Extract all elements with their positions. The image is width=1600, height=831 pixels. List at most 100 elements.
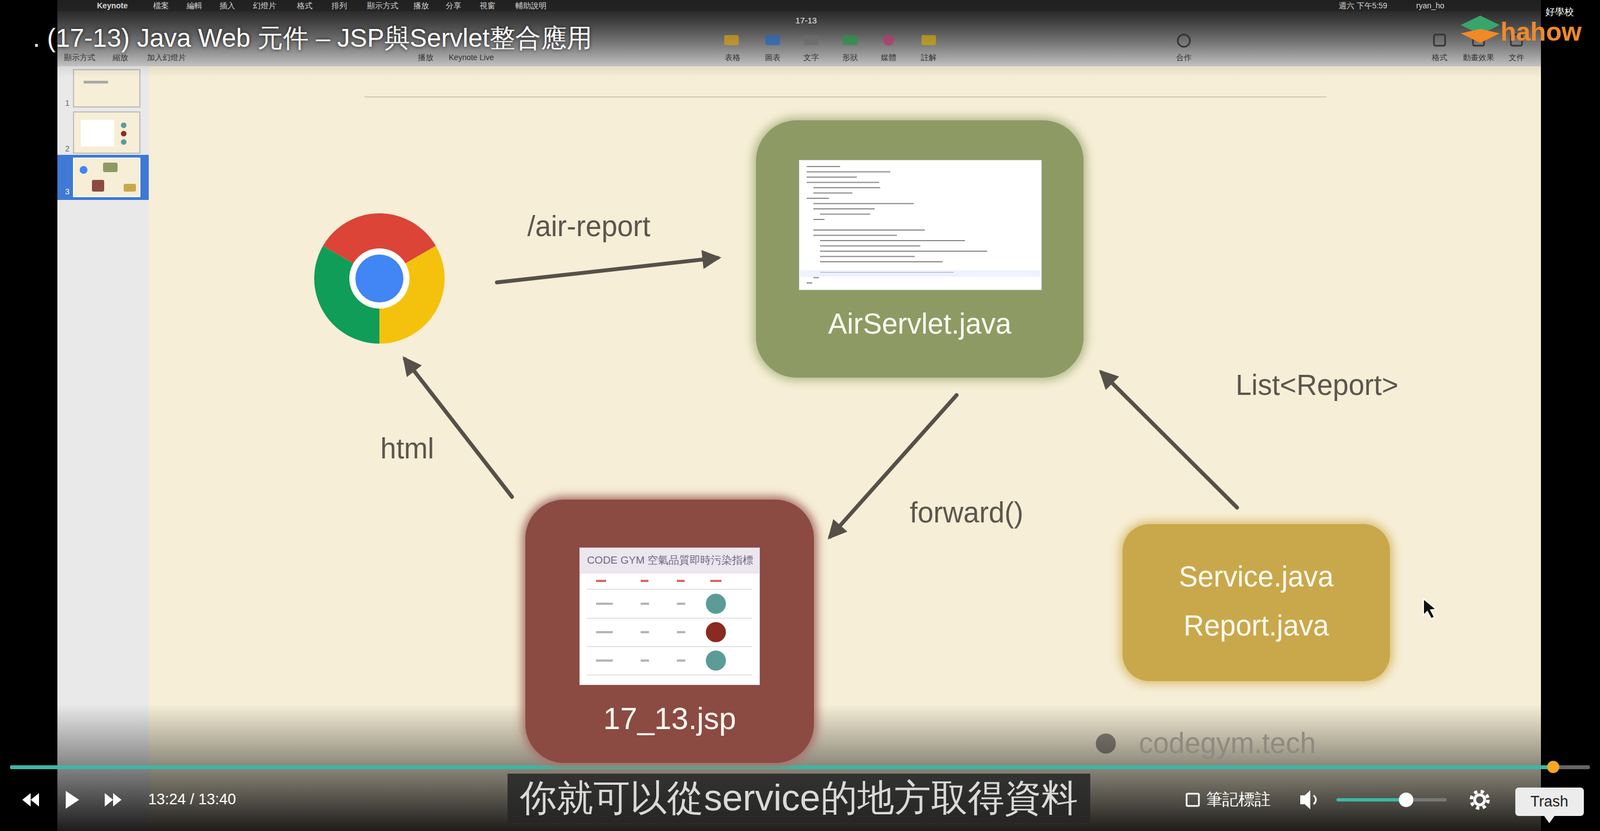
status-dot [705,593,726,614]
forward-icon [113,793,122,807]
toolbar-label: 註解 [920,52,937,62]
slide-rule [364,96,1327,98]
table-cell [676,631,686,634]
menu-item: 插入 [219,1,236,11]
screen-background [579,547,760,686]
node-title: AirServlet.java [828,308,1012,341]
toolbar-label: Keynote Live [449,52,495,62]
screen-background [798,159,1042,291]
menu-item: 分享 [445,1,462,11]
code-line [806,176,857,178]
chrome-icon [349,248,410,309]
progress-handle [1547,761,1560,774]
table-cell [640,659,650,662]
menu-item: 檔案 [153,1,169,11]
edge-label: forward() [909,496,1024,530]
settings-icon [1471,791,1489,809]
window-title: 17-13 [795,15,817,26]
code-line [820,250,988,252]
arrow-label: html [380,432,434,466]
toolbar-label: 動畫效果 [1462,52,1495,62]
button-label: Trash [1530,793,1569,811]
code-line [806,197,829,199]
screen-header [579,548,760,574]
subtitle-caption: 你就可以從service的地方取得資料 [507,773,1090,823]
mouse-cursor [1423,598,1437,619]
menu-item: 播放 [413,1,429,11]
watermark: codegym.tech [1138,727,1316,761]
toolbar-label: 圖表 [764,52,781,62]
table-header-cell [640,579,649,583]
thumbnail-detail [103,162,118,173]
notes-button-label: 筆記標註 [1206,790,1271,809]
status-dot [705,622,726,643]
menu-item: 幻燈片 [252,1,277,11]
code-line [806,171,891,173]
thumbnail-detail [123,183,136,192]
selected-slide-highlight [57,154,149,200]
toolbar-label: 顯示方式 [64,52,96,62]
code-line [820,245,921,247]
toolbar-label: 文字 [803,52,819,62]
toolbar-label: 格式 [1431,52,1448,62]
thumbnail-detail [120,139,127,145]
thumbnail-detail [91,179,105,192]
node-title: Report.java [1183,610,1330,643]
progress-track [10,765,1590,770]
trash-button [1515,787,1584,817]
slide-thumbnail [73,158,140,197]
player-top-shade [0,0,1600,78]
tooltip-pointer [1543,815,1555,824]
table-header-cell [710,579,722,583]
screenshot-illustration [798,159,1042,291]
screenshot-illustration [579,547,760,686]
volume-icon [1313,795,1316,805]
clock-text: 週六 下午5:59 [1338,1,1388,11]
toolbar-label: 文件 [1508,52,1525,62]
thumbnail-detail [83,80,109,84]
hahow-logo [1460,28,1500,43]
settings-icon [1474,794,1485,806]
code-line [806,166,841,168]
video-title: . (17-13) Java Web 元件 – JSP與Servlet整合應用 [32,23,593,53]
code-highlight [800,270,1041,277]
menu-item: 排列 [331,1,348,11]
response-arrow [405,359,512,497]
brand-logo-text: hahow [1500,17,1582,47]
slide-number: 1 [65,98,70,108]
volume-knob [1398,792,1414,808]
edge-label: List<Report> [1235,369,1399,403]
slide-thumbnail [73,111,140,154]
code-line [813,187,881,189]
table-rule [587,674,753,676]
table-header-cell [676,579,685,583]
slide-number: 3 [65,187,70,197]
status-dot [705,650,726,671]
service-box: Service.javaReport.java [1122,524,1390,682]
table-cell [596,631,613,634]
screenshot-title: CODE GYM 空氣品質即時污染指標 [587,554,754,567]
table-cell [596,659,613,662]
table-cell [676,659,686,662]
table-cell [676,602,686,606]
toolbar-label: 表格 [724,52,741,62]
rewind-icon [30,793,39,807]
table-rule [587,646,753,648]
table-cell [640,631,650,634]
chrome-icon [355,254,404,303]
code-line [820,261,943,263]
progress-fill [10,765,1554,770]
time-display: 13:24 / 13:40 [148,791,237,809]
slide-number: 2 [65,144,70,154]
table-rule [587,617,753,619]
toolbar-label: 縮放 [112,52,129,62]
jsp-box: 17_13.jsp [525,499,814,764]
table-cell [596,602,613,606]
code-line [806,182,880,184]
menu-item: 編輯 [186,1,203,11]
code-line [813,192,853,194]
toolbar-label: 加入幻燈片 [147,52,187,62]
notes-icon [1186,793,1199,807]
code-line [806,282,813,284]
